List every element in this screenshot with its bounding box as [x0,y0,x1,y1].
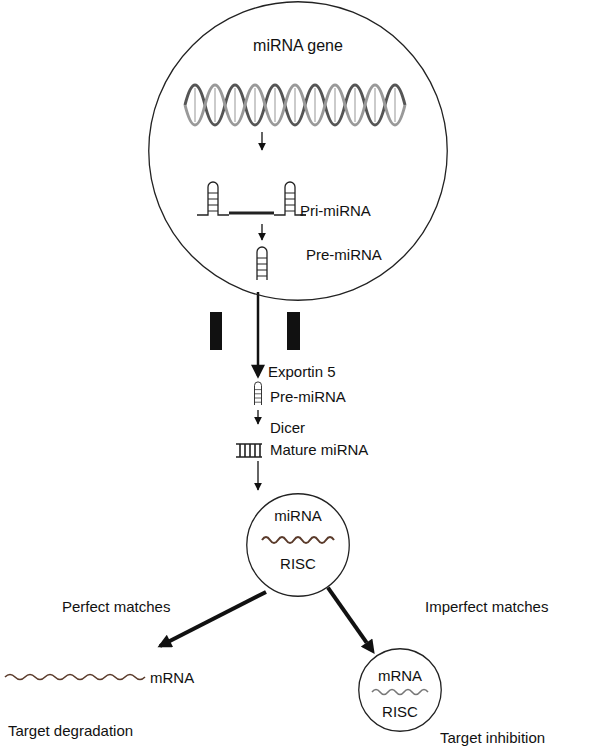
molecule-label: Pre-miRNA [270,388,440,406]
molecule-label: mRNA [150,669,320,687]
mrna-strand [372,690,428,695]
nuclear-pore [287,312,300,350]
step-arrow [257,410,258,424]
node-text: miRNA gene [152,37,444,55]
mirna-duplex [236,444,262,457]
node-text: RISC [362,703,438,721]
risc-complex-circle: mRNA RISC [358,648,442,732]
mrna-strand [5,675,145,680]
nuclear-pore [210,312,222,350]
branch-label: Perfect matches [62,598,232,616]
node-text: mRNA [362,667,438,685]
protein-label: Dicer [270,419,440,437]
export-arrow [257,292,260,376]
step-arrow [257,461,258,490]
branch-label: Imperfect matches [425,598,595,616]
duplex-strand [236,444,262,457]
circle-border [247,494,350,597]
hairpin-symbol [197,182,229,215]
branch-arrow [160,592,266,646]
pri-mirna-strand [229,212,274,215]
protein-label: Exportin 5 [268,363,438,381]
hairpin-symbol [255,382,262,405]
circle-border [149,2,448,301]
dna-strand [185,85,405,125]
node-text: RISC [250,555,346,573]
risc-circle: miRNA RISC [246,493,350,597]
hairpin-symbol [257,247,267,280]
dna-helix [185,85,405,125]
step-arrow [261,132,262,150]
molecule-label: Mature miRNA [270,441,440,459]
outcome-label: Target degradation [8,722,178,740]
mirna-strand [262,537,334,543]
nucleus-circle: miRNA gene [148,1,448,301]
node-text: miRNA [250,507,346,525]
outcome-label: Target inhibition [440,729,596,747]
molecule-label: Pre-miRNA [306,246,476,264]
flow-arrow [328,588,367,643]
molecule-label: Pri-miRNA [300,202,470,220]
duplex-pairs [240,444,260,457]
circle-border [359,649,442,732]
step-arrow [261,224,262,240]
dna-strand [185,85,405,125]
